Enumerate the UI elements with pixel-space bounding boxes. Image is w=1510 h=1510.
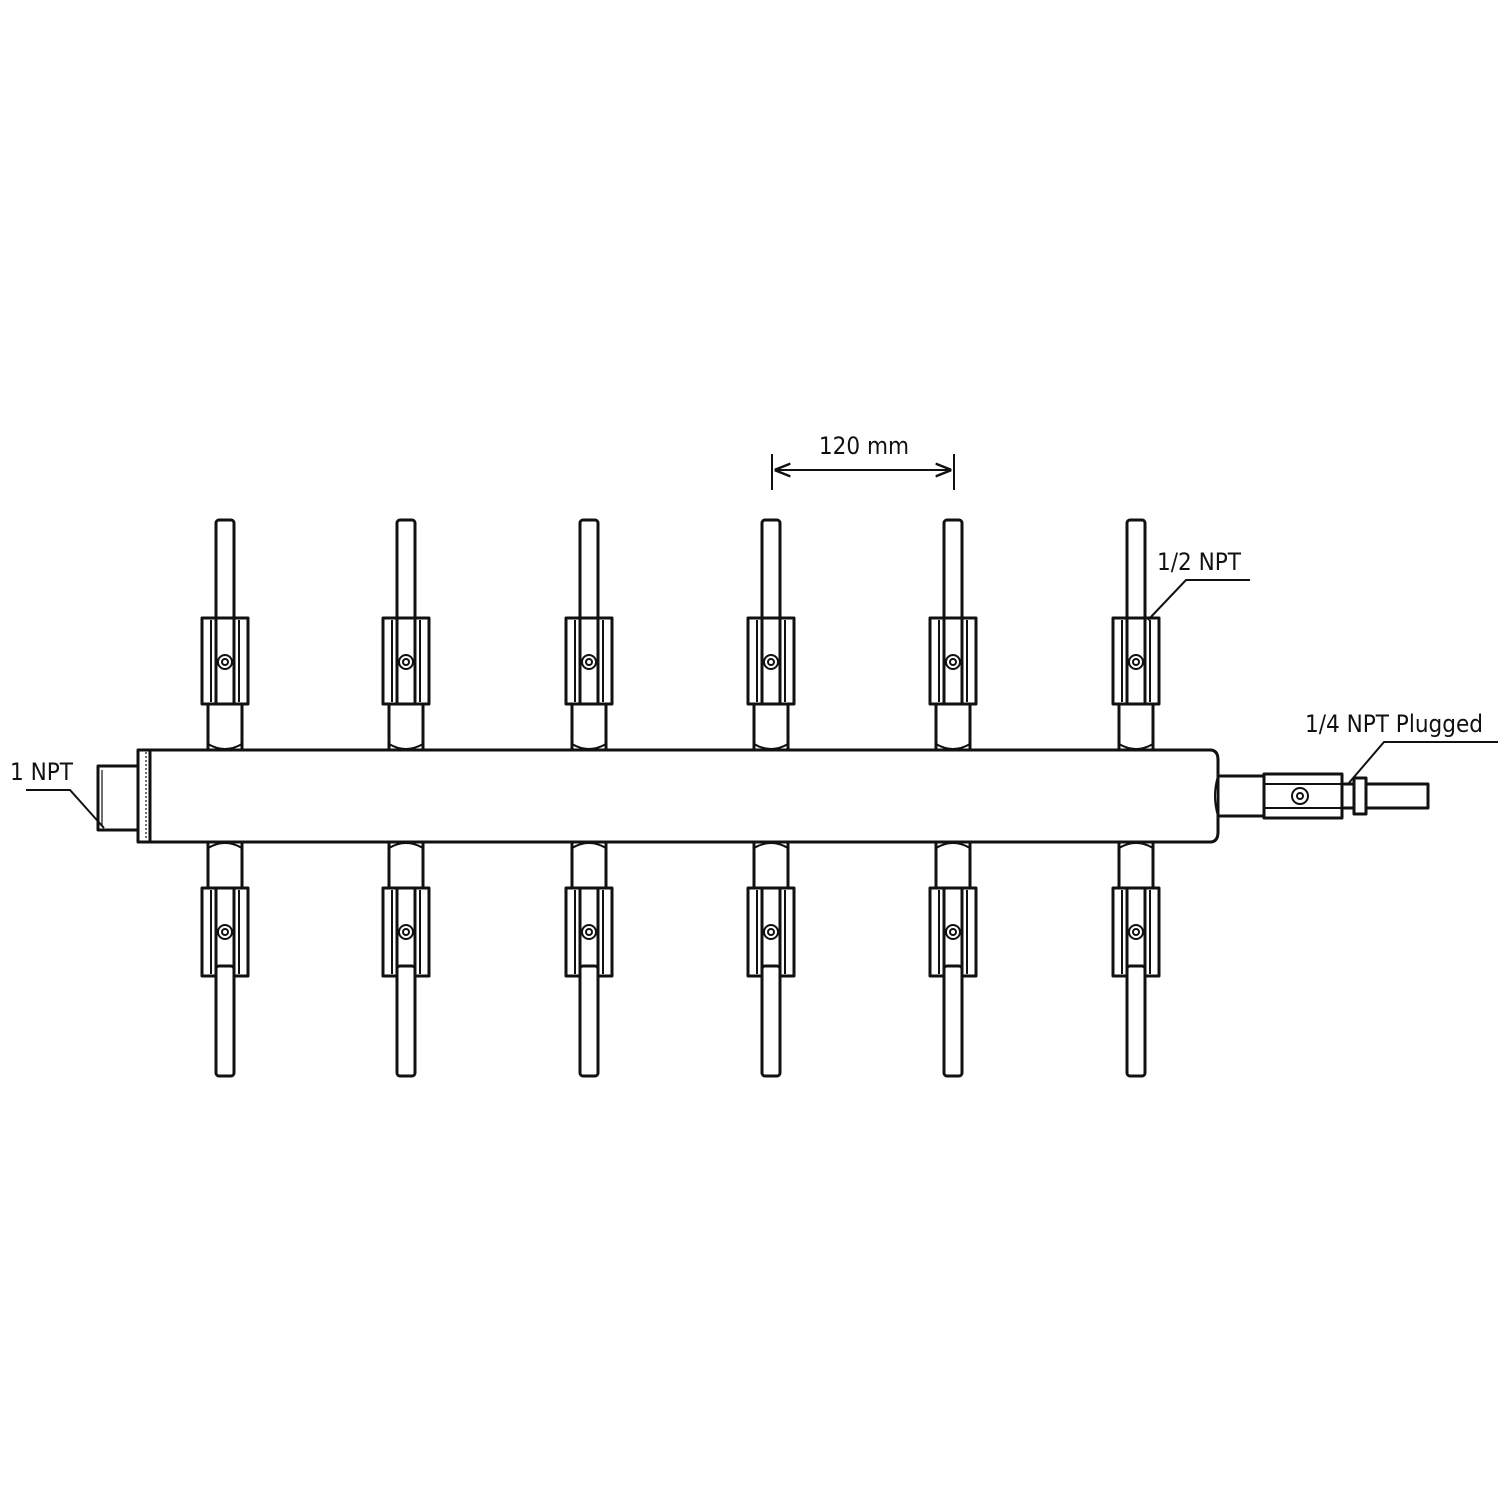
bottom-outlet-6 [1111, 840, 1161, 1078]
bottom-outlet-1 [200, 840, 250, 1078]
header-pipe [148, 748, 1220, 844]
top-outlet-5 [928, 518, 978, 752]
top-outlet-6 [1111, 518, 1161, 752]
inlet-thread-callout: 1 NPT [10, 758, 105, 829]
outlet-valves [200, 518, 1161, 1078]
top-outlet-4 [746, 518, 796, 752]
bottom-outlet-2 [381, 840, 431, 1078]
outlet-thread-callout: 1/2 NPT [1147, 548, 1250, 621]
outlet-thread-label: 1/2 NPT [1157, 548, 1242, 576]
inlet-thread-label: 1 NPT [10, 758, 74, 786]
end-plug-valve [1214, 772, 1430, 820]
spacing-label: 120 mm [819, 432, 909, 460]
bottom-outlet-3 [564, 840, 614, 1078]
bottom-outlet-5 [928, 840, 978, 1078]
end-port-label: 1/4 NPT Plugged [1305, 710, 1483, 738]
top-outlet-1 [200, 518, 250, 752]
inlet-fitting [96, 748, 152, 844]
bottom-outlet-4 [746, 840, 796, 1078]
top-outlet-3 [564, 518, 614, 752]
spacing-dimension: 120 mm [771, 432, 955, 490]
end-port-callout: 1/4 NPT Plugged [1305, 710, 1498, 785]
top-outlet-2 [381, 518, 431, 752]
